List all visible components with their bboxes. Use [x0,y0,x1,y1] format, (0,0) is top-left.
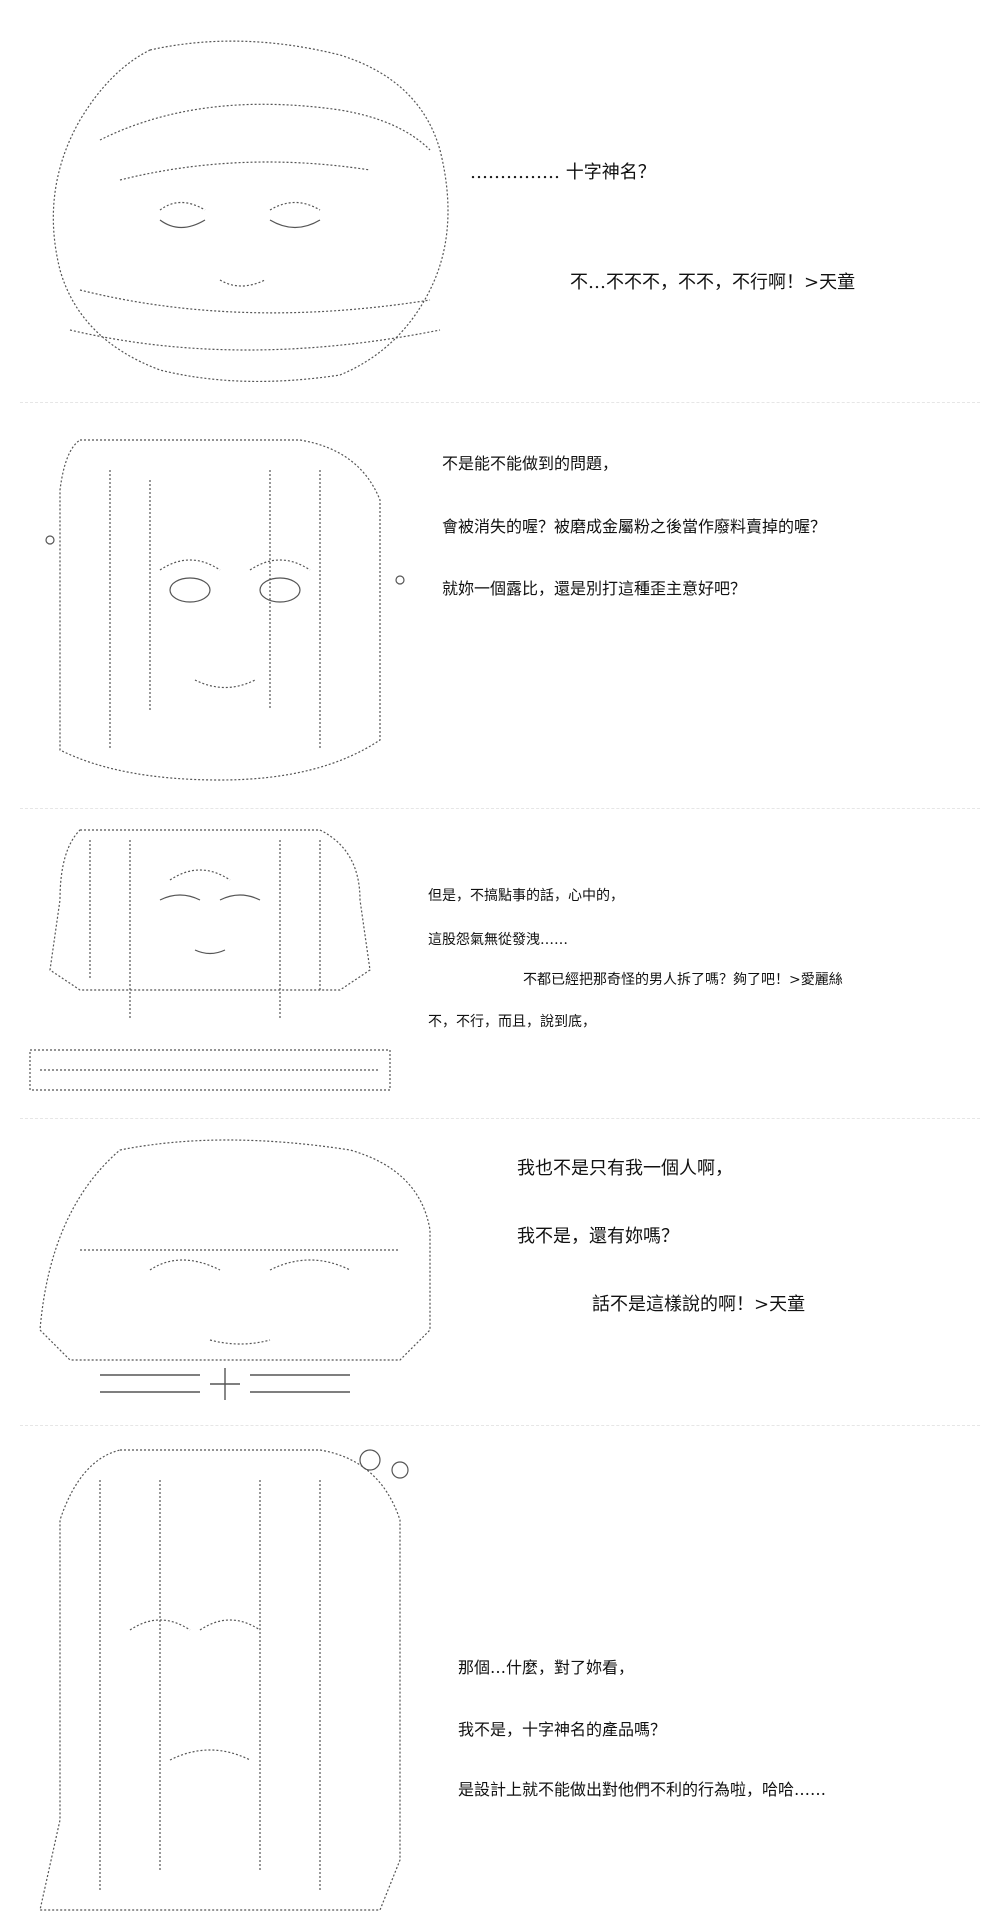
dialogue-line: 這股怨氣無從發洩…… [428,932,568,948]
panel-3: 但是，不搞點事的話，心中的， 這股怨氣無從發洩…… 不都已經把那奇怪的男人拆了嗎… [0,815,1000,1115]
dialogue-line: 我不是，還有妳嗎？ [517,1226,679,1247]
ascii-art-character-4 [20,1130,440,1410]
panel-divider [20,402,980,403]
ascii-art-character-2 [20,410,420,790]
panel-4: 我也不是只有我一個人啊， 我不是，還有妳嗎？ 話不是這樣說的啊！>天童 [0,1120,1000,1420]
panel-2: 不是能不能做到的問題， 會被消失的喔？被磨成金屬粉之後當作廢料賣掉的喔？ 就妳一… [0,410,1000,800]
dialogue-line: 我也不是只有我一個人啊， [517,1158,733,1179]
dialogue-line: 不…不不不，不不，不行啊！>天童 [570,272,856,293]
dialogue-line: 但是，不搞點事的話，心中的， [428,888,624,904]
panel-1: …………… 十字神名？ 不…不不不，不不，不行啊！>天童 [0,0,1000,400]
dialogue-line: 不，不行，而且，說到底， [428,1014,596,1030]
panel-divider [20,1425,980,1426]
dialogue-line: 不是能不能做到的問題， [442,454,619,473]
panel-5: 那個…什麼，對了妳看， 我不是，十字神名的產品嗎？ 是設計上就不能做出對他們不利… [0,1430,1000,1930]
dialogue-line: 是設計上就不能做出對他們不利的行為啦，哈哈…… [458,1780,827,1799]
ascii-art-character-3 [20,820,400,1100]
dialogue-line: 話不是這樣說的啊！>天童 [592,1294,806,1315]
dialogue-line: 我不是，十字神名的產品嗎？ [458,1720,667,1739]
panel-divider [20,808,980,809]
dialogue-line: 會被消失的喔？被磨成金屬粉之後當作廢料賣掉的喔？ [442,517,827,536]
ascii-art-character-5 [20,1440,420,1920]
ascii-art-character-1 [40,30,500,390]
dialogue-line: 就妳一個露比，還是別打這種歪主意好吧？ [442,579,747,598]
panel-divider [20,1118,980,1119]
dialogue-line: …………… 十字神名？ [470,162,656,183]
dialogue-line: 不都已經把那奇怪的男人拆了嗎？夠了吧！>愛麗絲 [523,972,843,988]
dialogue-line: 那個…什麼，對了妳看， [458,1658,635,1677]
